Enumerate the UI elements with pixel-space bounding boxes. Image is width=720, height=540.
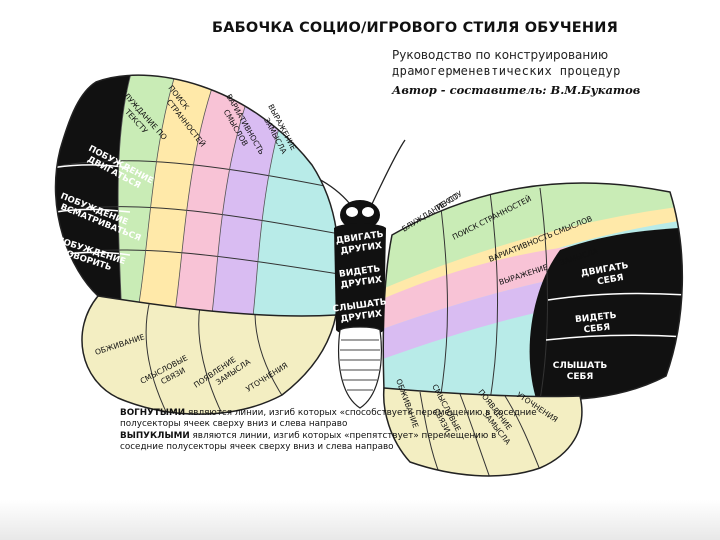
convex-keyword: ВЫПУКЛЫМИ [120, 430, 190, 441]
legend-notes: ВОГНУТЫМИ являются линии, изгиб которых … [120, 408, 540, 454]
butterfly-body [334, 200, 386, 409]
right-lower-wing-outline [382, 387, 583, 477]
right-lower-wing [383, 388, 582, 476]
concave-keyword: ВОГНУТЫМИ [120, 408, 186, 418]
subtitle-line-2: драмогерменевтических процедур [392, 64, 621, 78]
concave-text: являются линии, изгиб которых «способств… [120, 408, 537, 430]
concave-note: ВОГНУТЫМИ являются линии, изгиб которых … [120, 408, 540, 431]
subtitle-line-1: Руководство по конструированию [392, 48, 609, 62]
right-antenna [371, 139, 406, 205]
slide-bottom-shadow [0, 500, 720, 540]
right-upper-wing-outline [382, 182, 684, 401]
right-black-label-2: ВИДЕТЬСЕБЯ [575, 311, 619, 336]
abdomen [338, 326, 382, 409]
right-black-segment [529, 226, 683, 400]
convex-text: являются линии, изгиб которых «препятств… [120, 430, 497, 453]
left-eye-icon [346, 207, 358, 217]
right-eye-icon [362, 207, 374, 217]
left-black-segment [55, 75, 135, 320]
thorax [334, 223, 386, 336]
convex-note: ВЫПУКЛЫМИ являются линии, изгиб которых … [120, 431, 540, 454]
author-line: Автор - составитель: В.М.Букатов [392, 83, 641, 97]
left-lower-wing-outline [81, 295, 337, 415]
page-title: БАБОЧКА СОЦИО/ИГРОВОГО СТИЛЯ ОБУЧЕНИЯ [212, 20, 618, 36]
